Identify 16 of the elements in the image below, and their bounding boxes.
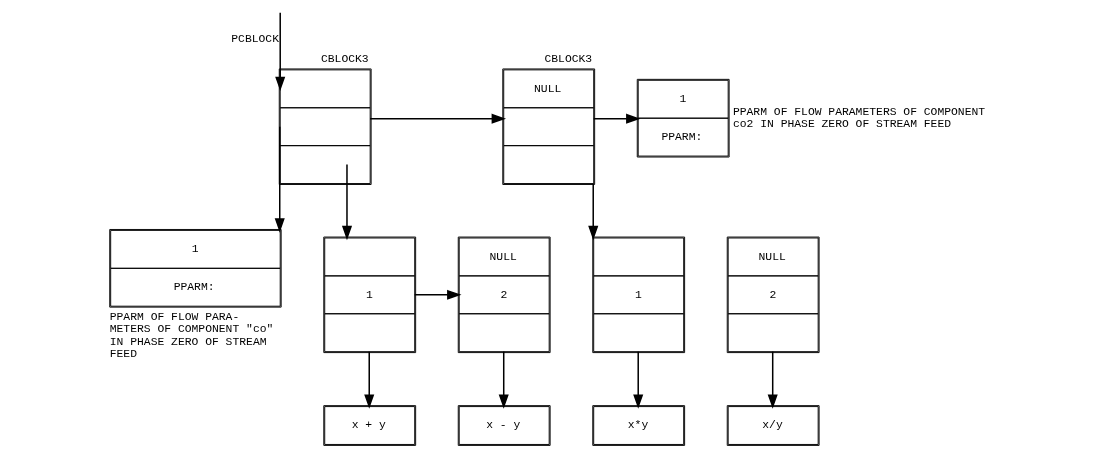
arrow	[592, 113, 640, 124]
arrow	[587, 182, 598, 241]
arrow	[498, 350, 509, 409]
arrow	[274, 12, 285, 92]
arrow	[632, 350, 643, 409]
arrow	[368, 113, 506, 124]
edge-label: PCBLOCK	[230, 32, 279, 45]
node-label: CBLOCK3	[320, 52, 369, 65]
arrow	[363, 350, 374, 409]
arrow	[767, 350, 778, 409]
node-label: CBLOCK3	[543, 52, 592, 65]
arrow	[341, 163, 352, 241]
node-label: PPARM OF FLOW PARAMETERS OF COMPONENT co2 IN PHASE ZERO OF STREAM FEED	[732, 105, 985, 131]
node-label: PPARM OF FLOW PARA- METERS OF COMPONENT "co" IN PHASE ZERO OF STREAM FEED	[109, 311, 273, 360]
arrow	[274, 125, 285, 233]
arrow	[413, 289, 461, 300]
